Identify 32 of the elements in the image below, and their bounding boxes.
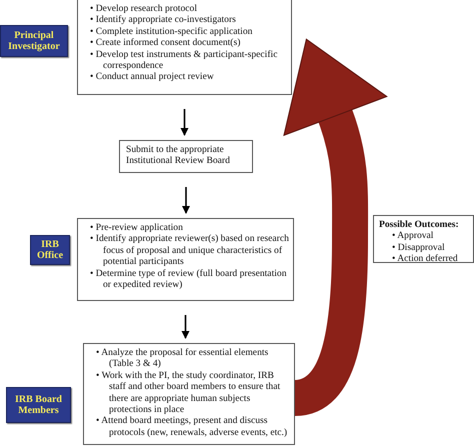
arrow	[180, 109, 188, 136]
role-label	[30, 235, 70, 265]
role-label	[6, 387, 71, 423]
task-box	[77, 0, 292, 95]
bullet-item: • Analyze the proposal for essential elements (Table 3 & 4)	[96, 347, 270, 370]
role-text: IRB Board Members	[14, 394, 63, 416]
role-text: Principal Investigator	[7, 30, 61, 52]
task-box	[83, 343, 295, 445]
bullet-item: • Conduct annual project review	[90, 71, 215, 83]
bullet-item: • Pre-review application	[90, 222, 184, 234]
bullet-item: • Approval	[392, 230, 434, 242]
bullet-item: • Complete institution-specific application	[90, 26, 254, 38]
outcomes-box	[373, 215, 474, 263]
bullet-item: • Identify appropriate co-investigators	[90, 14, 237, 26]
bullet-item: • Disapproval	[392, 242, 446, 254]
role-text: IRB Office	[36, 239, 64, 261]
curved-arrow	[282, 38, 388, 416]
bullet-item: • Work with the PI, the study coordinator, IRB staff and other board members to ensure that there are appropriate human subjects protections in place	[96, 370, 282, 416]
role-label	[0, 25, 68, 57]
bullet-item: • Identify appropriate reviewer(s) based on research focus of proposal and unique characteristics of potential participants	[90, 233, 290, 268]
bullet-item: • Develop test instruments & participant-specific correspondence	[90, 48, 278, 72]
bullet-item: • Attend board meetings, present and discuss protocols (new, renewals, adverse events, etc.)	[96, 415, 288, 438]
task-box	[77, 218, 294, 301]
box-heading: Possible Outcomes:	[378, 218, 460, 230]
arrow	[182, 315, 190, 339]
bullet-item: • Determine type of review (full board presentation or expedited review)	[90, 268, 288, 290]
box-text: Submit to the appropriate Institutional Review Board	[125, 143, 231, 168]
bullet-item: • Develop research protocol	[90, 3, 198, 14]
arrow	[182, 187, 190, 214]
bullet-item: • Action deferred	[392, 253, 459, 265]
process-box	[119, 140, 253, 173]
bullet-item: • Create informed consent document(s)	[90, 37, 242, 49]
